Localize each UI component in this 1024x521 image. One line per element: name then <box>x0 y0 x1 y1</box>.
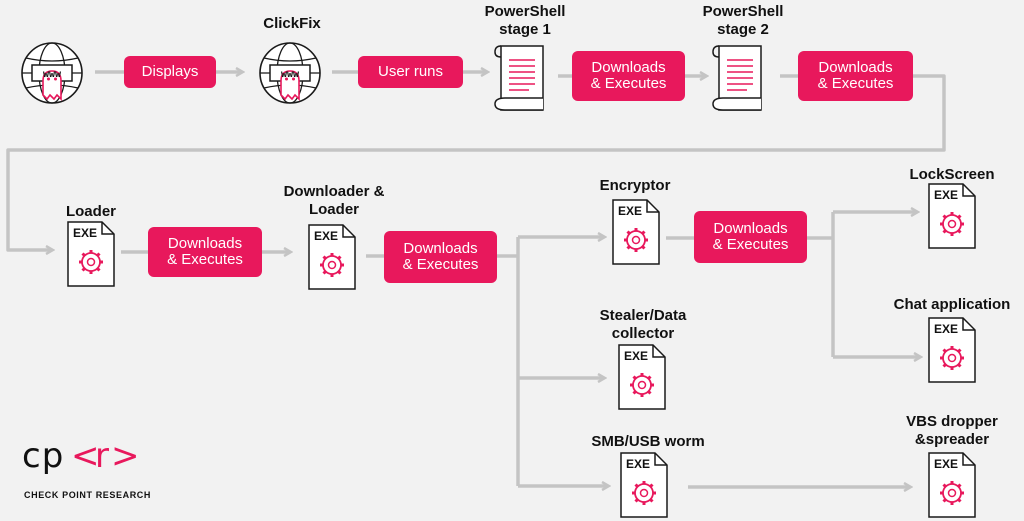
clickfix-label: ClickFix <box>263 15 321 32</box>
svg-text:www: www <box>43 69 62 80</box>
powershell-stage1-scroll-icon <box>494 45 544 111</box>
logo-lt: < <box>71 436 100 476</box>
powershell-stage1-label: PowerShell stage 1 <box>484 3 566 38</box>
globe-icon: www <box>21 42 83 104</box>
logo-gt: > <box>111 436 140 476</box>
logo-caption: CHECK POINT RESEARCH <box>24 490 152 500</box>
downloads-executes-pill-3: Downloads & Executes <box>148 227 262 277</box>
powershell-stage2-label: PowerShell stage 2 <box>702 3 784 38</box>
exe-tag: EXE <box>934 457 959 471</box>
downloads-executes-pill-1: Downloads & Executes <box>572 51 685 101</box>
exe-tag: EXE <box>618 204 643 218</box>
arrow-wrap-to-loader <box>6 74 946 250</box>
downloader-loader-label: Downloader & Loader <box>283 183 385 218</box>
encryptor-label: Encryptor <box>599 177 671 194</box>
powershell-stage2-scroll-icon <box>712 45 762 111</box>
exe-tag: EXE <box>314 229 339 243</box>
exe-tag: EXE <box>934 322 959 336</box>
exe-tag: EXE <box>624 349 649 363</box>
downloads-executes-pill-2: Downloads & Executes <box>798 51 913 101</box>
exe-tag: EXE <box>934 188 959 202</box>
chat-application-label: Chat application <box>893 296 1011 313</box>
clickfix-globe-icon: www <box>259 42 321 104</box>
downloads-executes-pill-5: Downloads & Executes <box>694 211 807 263</box>
exe-tag: EXE <box>626 457 651 471</box>
displays-pill: Displays <box>124 56 216 88</box>
vbs-dropper-label: VBS dropper &spreader <box>906 413 998 448</box>
worm-label: SMB/USB worm <box>591 433 705 450</box>
lockscreen-label: LockScreen <box>909 166 995 183</box>
exe-tag: EXE <box>73 226 98 240</box>
logo-r: r <box>95 436 109 476</box>
user-runs-pill: User runs <box>358 56 463 88</box>
loader-label: Loader <box>65 203 116 220</box>
stealer-label: Stealer/Data collector <box>599 307 687 342</box>
svg-text:www: www <box>281 69 300 80</box>
downloads-executes-pill-4: Downloads & Executes <box>384 231 497 283</box>
logo-cp: cp <box>22 436 65 476</box>
